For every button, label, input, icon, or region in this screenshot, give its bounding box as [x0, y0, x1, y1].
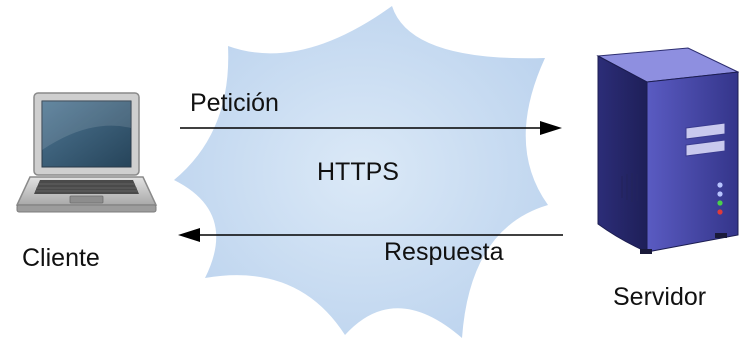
laptop-icon: [15, 92, 158, 213]
response-arrow: [178, 228, 563, 242]
protocol-label: HTTPS: [317, 158, 399, 186]
request-arrow: [180, 121, 562, 135]
response-label: Respuesta: [384, 238, 504, 266]
server-tower-icon: [596, 47, 739, 254]
server-label: Servidor: [613, 283, 707, 311]
client-label: Cliente: [22, 244, 100, 272]
request-label: Petición: [190, 89, 279, 117]
network-cloud-icon: [174, 6, 548, 338]
